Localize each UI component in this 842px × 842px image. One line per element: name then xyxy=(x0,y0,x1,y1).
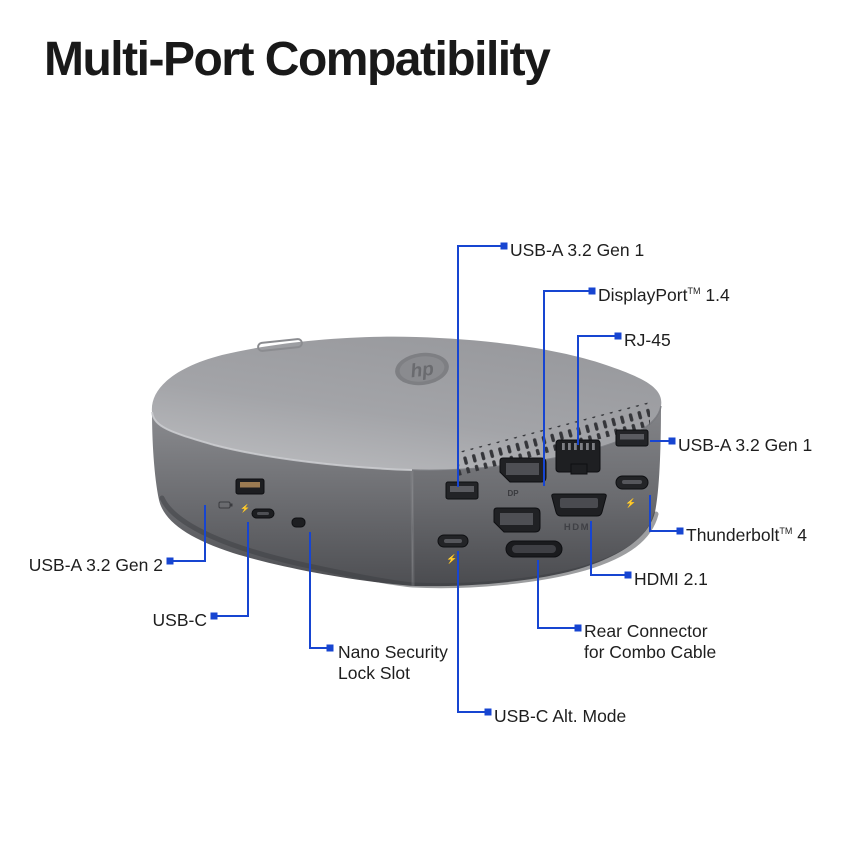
callout-line-usb-c-left xyxy=(214,522,249,617)
callout-text-line1: ThunderboltTM 4 xyxy=(686,521,807,546)
callout-rear-connector: Rear Connector for Combo Cable xyxy=(584,617,716,663)
callout-rj45: RJ-45 xyxy=(624,326,671,351)
device-front-edge-highlight xyxy=(151,411,413,471)
callout-dot xyxy=(210,612,218,620)
callout-nano-lock: Nano Security Lock Slot xyxy=(338,638,448,684)
page-title: Multi-Port Compatibility xyxy=(44,33,551,86)
callout-dot xyxy=(326,644,334,652)
dp-logo-mark: DP xyxy=(507,489,519,498)
callout-usb-a-gen1-right: USB-A 3.2 Gen 1 xyxy=(678,431,812,456)
callout-name: USB-A 3.2 Gen 2 xyxy=(28,554,163,575)
port-usb-c-left xyxy=(251,508,275,519)
port-usb-a-left xyxy=(235,478,265,495)
callout-text-line1: HDMI 2.1 xyxy=(634,565,708,590)
callout-line-displayport xyxy=(543,290,592,486)
callout-line-usb-c-alt xyxy=(457,551,488,713)
callout-dot xyxy=(166,557,174,565)
callout-dot xyxy=(574,624,582,632)
callout-name: USB-A 3.2 Gen 1 xyxy=(678,434,813,455)
callout-text-line1: Nano Security xyxy=(338,638,448,663)
callout-name: RJ-45 xyxy=(624,329,671,350)
port-usb-a-rear-1 xyxy=(445,481,479,500)
device-corner-seam xyxy=(410,469,415,587)
callout-line-usb-a-gen1-top xyxy=(457,245,504,487)
callout-name: Nano Security xyxy=(338,641,448,662)
callout-line-thunderbolt xyxy=(649,495,680,532)
callout-hdmi: HDMI 2.1 xyxy=(634,565,708,590)
callout-text-line1: USB-C xyxy=(153,606,207,631)
callout-usb-a-gen1-top: USB-A 3.2 Gen 1 xyxy=(510,236,644,261)
callout-suffix: 1.4 xyxy=(700,284,730,305)
callout-text-line1: USB-C Alt. Mode xyxy=(494,702,626,727)
callout-name: DisplayPort xyxy=(598,284,688,305)
thunderbolt-lightning-icon: ⚡ xyxy=(625,497,636,509)
callout-displayport: DisplayPortTM 1.4 xyxy=(598,281,730,306)
callout-text-line2: Lock Slot xyxy=(338,662,410,683)
callout-text-line1: RJ-45 xyxy=(624,326,671,351)
left-ports: ⚡ xyxy=(218,478,306,528)
device: hp xyxy=(151,336,662,589)
callout-text-line2: for Combo Cable xyxy=(584,641,717,662)
callout-dot xyxy=(624,571,632,579)
device-left-face xyxy=(152,412,413,586)
hdmi-mark: HDMI xyxy=(564,522,594,533)
callout-name: USB-A 3.2 Gen 1 xyxy=(510,239,645,260)
callout-usb-c-left: USB-C xyxy=(153,606,207,631)
port-hdmi xyxy=(551,493,607,517)
callout-dot xyxy=(676,527,684,535)
port-displayport-1 xyxy=(499,457,547,483)
callout-name: HDMI 2.1 xyxy=(634,568,708,589)
tm-mark: TM xyxy=(687,286,701,296)
port-thunderbolt xyxy=(615,475,649,490)
port-displayport-2 xyxy=(493,507,541,533)
callout-text-line1: USB-A 3.2 Gen 1 xyxy=(510,236,644,261)
port-rj45 xyxy=(555,439,601,475)
battery-icon xyxy=(218,501,233,509)
port-usb-a-rear-2 xyxy=(615,429,649,447)
hp-logo-text: hp xyxy=(409,359,435,383)
callout-text-line1: DisplayPortTM 1.4 xyxy=(598,281,730,306)
usb-c-lightning-icon: ⚡ xyxy=(446,553,457,565)
callout-dot xyxy=(668,437,676,445)
callout-line-rj45 xyxy=(577,335,618,445)
tm-mark: TM xyxy=(779,526,793,536)
callout-thunderbolt: ThunderboltTM 4 xyxy=(686,521,807,546)
top-seam xyxy=(257,338,303,352)
callout-lines xyxy=(170,245,680,713)
device-bottom-rim xyxy=(159,495,659,589)
hp-logo: hp xyxy=(395,352,449,386)
callout-line-rear-connector xyxy=(537,560,578,629)
callout-name: USB-C xyxy=(152,609,207,630)
callout-name: Rear Connector xyxy=(584,620,708,641)
callout-dot xyxy=(614,332,622,340)
callout-line-usb-a-gen2 xyxy=(170,505,206,562)
callout-suffix: 4 xyxy=(792,524,808,545)
callout-name: Thunderbolt xyxy=(686,524,780,545)
port-marks: HDMI DP ⚡ ⚡ xyxy=(446,489,636,565)
port-usb-c-rear xyxy=(437,534,469,548)
callout-line-nano-lock xyxy=(309,532,330,649)
callout-text-line1: USB-A 3.2 Gen 2 xyxy=(29,551,163,576)
callout-dot xyxy=(500,242,508,250)
callout-line-hdmi xyxy=(590,521,628,576)
callout-dot xyxy=(484,708,492,716)
port-nano-lock-slot xyxy=(291,517,306,528)
callout-usb-c-alt-mode: USB-C Alt. Mode xyxy=(494,702,626,727)
callout-name: USB-C Alt. Mode xyxy=(494,705,627,726)
callout-dots xyxy=(166,242,684,716)
port-rear-connector xyxy=(505,540,563,558)
callout-dot xyxy=(588,287,596,295)
callout-text-line1: USB-A 3.2 Gen 1 xyxy=(678,431,812,456)
left-lightning-icon: ⚡ xyxy=(240,503,250,513)
callout-text-line1: Rear Connector xyxy=(584,617,716,642)
callout-usb-a-gen2: USB-A 3.2 Gen 2 xyxy=(29,551,163,576)
